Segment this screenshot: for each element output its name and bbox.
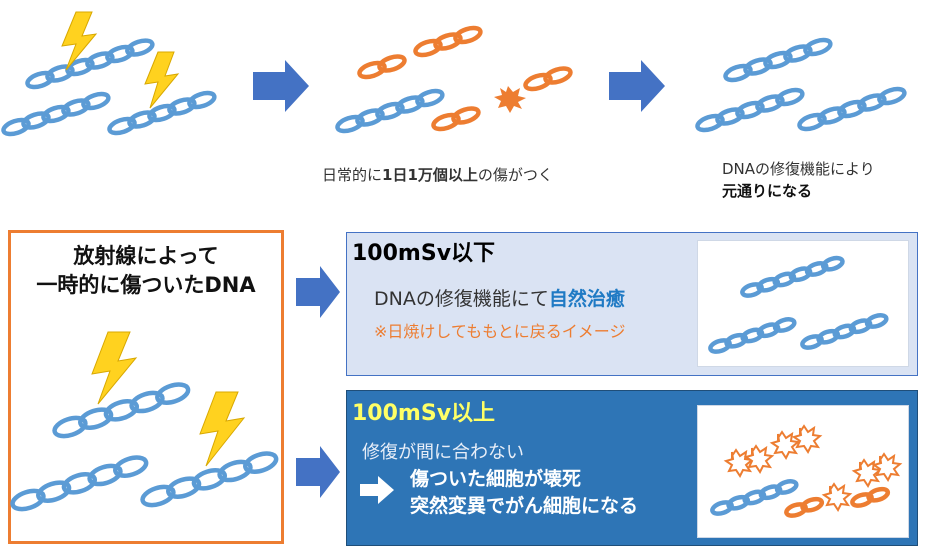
repair-caption-line1: DNAの修復機能により (722, 160, 875, 178)
damage-caption-prefix: 日常的に (322, 166, 383, 184)
repair-caption: DNAの修復機能により 元通りになる (722, 158, 875, 202)
left-dna-chain-3 (140, 451, 279, 508)
damaged-dna-chain-3 (335, 88, 445, 134)
low-panel-dna-chain-2 (708, 317, 797, 354)
left-panel-title-line1: 放射線によって (73, 244, 219, 268)
right-arrow-icon (296, 446, 340, 498)
top-dna-chain-2 (1, 91, 111, 137)
damaged-dna-chain-4 (431, 106, 481, 132)
damaged-dna-chain-1 (357, 54, 407, 80)
right-arrow-icon (609, 60, 665, 112)
high-dose-description: 修復が間に合わない (362, 442, 524, 463)
low-panel-dna-chain-1 (740, 255, 845, 298)
damage-caption: 日常的に1日1万個以上の傷がつく (322, 164, 553, 186)
left-dna-chain-2 (10, 455, 149, 512)
low-dose-description-prefix: DNAの修復機能にて (374, 288, 549, 310)
high-panel-dna-chain-1 (710, 479, 799, 516)
high-dose-result-2: 突然変異でがん細胞になる (410, 495, 639, 517)
high-panel-damaged-cells (723, 424, 903, 512)
high-panel-damaged-dna (784, 486, 891, 518)
repaired-dna-chain-1 (723, 37, 833, 83)
high-dose-results: 傷ついた細胞が壊死 突然変異でがん細胞になる (410, 466, 638, 520)
left-panel-title-line2: 一時的に傷ついたDNA (36, 273, 256, 297)
right-arrow-icon (360, 476, 394, 504)
lightning-bolt-icon (199, 391, 246, 467)
high-dose-title: 100mSv以上 (352, 401, 496, 426)
right-arrow-icon (253, 60, 309, 112)
left-dna-chain-1 (52, 382, 191, 439)
damaged-dna-chain-2 (413, 25, 483, 58)
high-dose-result-1: 傷ついた細胞が壊死 (410, 468, 582, 490)
repaired-dna-chain-2 (695, 87, 805, 133)
lightning-bolt-icon (61, 11, 98, 71)
damage-burst-icon (494, 86, 526, 113)
low-dose-title: 100mSv以下 (352, 241, 496, 266)
damage-caption-bold: 1日1万個以上 (382, 166, 478, 184)
low-dose-emphasis: 自然治癒 (548, 288, 625, 310)
lightning-bolt-icon (144, 51, 180, 109)
top-dna-chain-1 (25, 38, 155, 90)
repaired-dna-chain-3 (797, 86, 907, 132)
top-dna-chain-3 (107, 90, 217, 136)
low-panel-dna-chain-3 (800, 313, 889, 350)
right-arrow-icon (296, 266, 340, 318)
repair-caption-line2: 元通りになる (722, 182, 813, 200)
left-panel-title: 放射線によって 一時的に傷ついたDNA (8, 242, 284, 300)
damaged-dna-chain-5 (523, 66, 573, 92)
low-dose-description: DNAの修復機能にて自然治癒 (374, 284, 625, 311)
lightning-bolt-icon (91, 331, 138, 405)
damage-burst-icon (723, 424, 903, 512)
damage-caption-suffix: の傷がつく (477, 166, 553, 184)
low-dose-note: ※日焼けしてももとに戻るイメージ (374, 322, 626, 341)
